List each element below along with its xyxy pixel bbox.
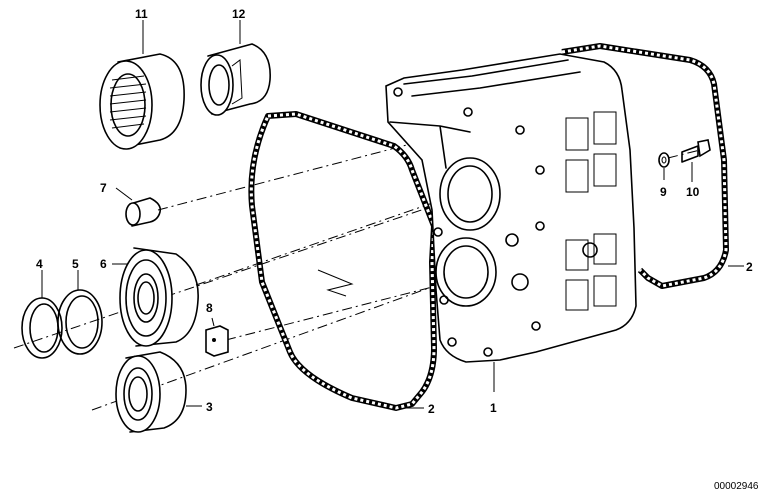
- gasket-rear-part-2: [561, 43, 744, 289]
- callout-9: 9: [660, 185, 667, 199]
- callout-labels: 1 2 2 3 4 5 6 7 8 9 10 11 12: [36, 7, 753, 416]
- callout-10: 10: [686, 185, 700, 199]
- washer-part-9: [658, 152, 670, 180]
- small-sleeve-part-7: [115, 187, 162, 227]
- transmission-case-part-1: [385, 53, 637, 392]
- callout-8: 8: [206, 301, 213, 315]
- callout-6: 6: [100, 257, 107, 271]
- gasket-front-part-2: [248, 111, 437, 411]
- callout-2-front: 2: [428, 402, 435, 416]
- callout-4: 4: [36, 257, 43, 271]
- callout-11: 11: [135, 7, 148, 21]
- callout-2-rear: 2: [746, 260, 753, 274]
- block-part-8: [205, 317, 229, 357]
- callout-7: 7: [100, 181, 107, 195]
- callout-12: 12: [232, 7, 246, 21]
- screw-part-10: [681, 139, 711, 182]
- callout-1: 1: [490, 401, 497, 415]
- sleeve-part-12: [200, 20, 271, 116]
- roller-bearing-part-3: [115, 351, 202, 433]
- shim-part-4: [21, 270, 63, 359]
- callout-3: 3: [206, 400, 213, 414]
- document-number: 00002946: [714, 481, 759, 492]
- needle-bearing-part-11: [99, 20, 185, 150]
- shim-part-5: [57, 270, 103, 355]
- ball-bearing-part-6: [112, 247, 199, 347]
- callout-5: 5: [72, 257, 79, 271]
